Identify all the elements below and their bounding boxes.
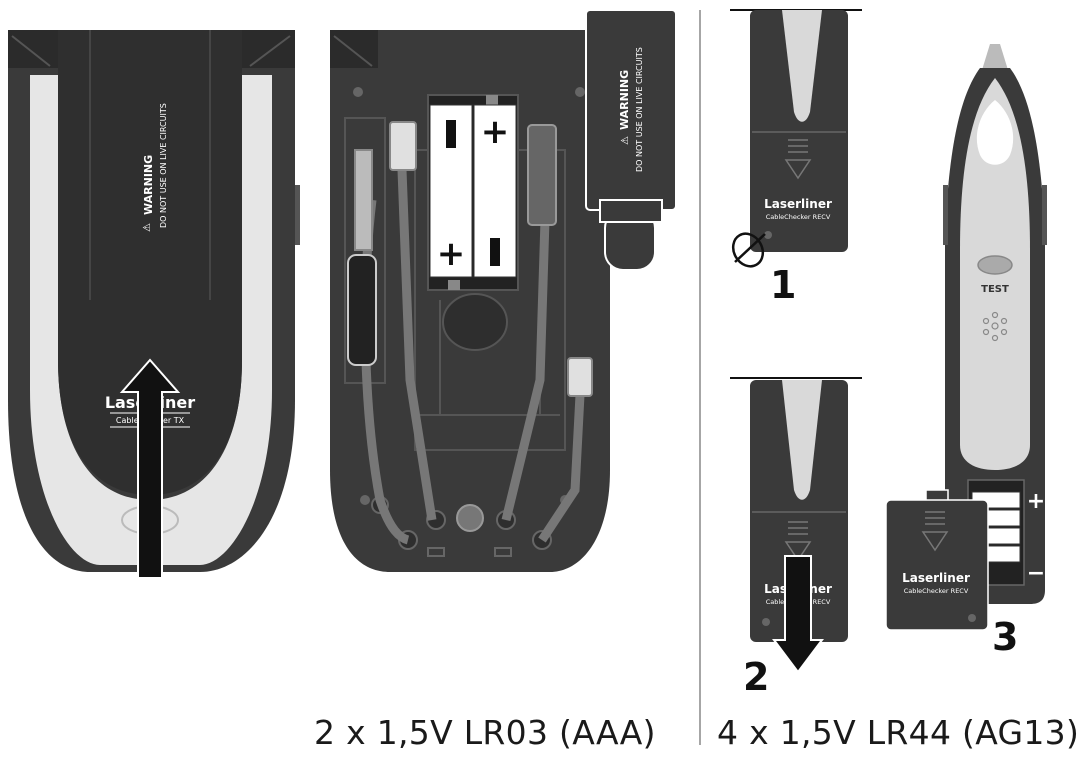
step1-number: 1: [770, 263, 796, 307]
tx-warning-title: WARNING: [142, 155, 155, 215]
step1-screw: [764, 231, 772, 239]
rj45-plug-left: [389, 121, 417, 171]
tx-warning-symbol: ⚠: [142, 223, 153, 232]
screwdriver-icon: [731, 232, 766, 268]
step1-brand: Laserliner: [764, 197, 832, 211]
tx-light-stripe: [30, 75, 272, 565]
left-battery-caption: 2 x 1,5V LR03 (AAA): [314, 713, 656, 752]
test-button: [977, 255, 1013, 275]
step3-minus: −: [1027, 561, 1045, 586]
wire-bnc: [501, 219, 550, 522]
cell-b-top-sign: +: [481, 112, 510, 152]
bnc-connector: [527, 124, 557, 226]
step3-model: CableChecker RECV: [904, 587, 969, 595]
step1-model: CableChecker RECV: [766, 213, 831, 221]
slide-arrow-up: [119, 358, 181, 579]
step2-number: 2: [743, 655, 769, 699]
wire-right: [538, 394, 585, 543]
step2-receiver: Laserliner CableChecker RECV 2: [730, 377, 862, 699]
wire-rj45: [397, 169, 437, 521]
tx-open-view: + + WARNING DO NOT USE ON LIVE CIRCUITS …: [330, 9, 677, 572]
tx-battery-cover: WARNING DO NOT USE ON LIVE CIRCUITS ⚠: [585, 9, 677, 271]
slide-arrow-down: [772, 555, 824, 674]
tx-inner-panel: [58, 30, 242, 495]
test-button-label: TEST: [981, 284, 1009, 295]
cell-a-bottom-sign: +: [437, 234, 466, 274]
cover-warning-title: WARNING: [618, 70, 631, 130]
step3-brand: Laserliner: [902, 571, 970, 585]
rj11-plug-right: [567, 357, 593, 397]
step3-receiver: TEST + − Laserliner CableChecker RECV 3: [885, 44, 1047, 659]
tx-warning-text: DO NOT USE ON LIVE CIRCUITS: [159, 103, 168, 228]
probe-tip: [982, 44, 1008, 70]
step3-plus: +: [1027, 489, 1045, 514]
step3-number: 3: [992, 615, 1018, 659]
speaker-holes: [982, 311, 1008, 342]
tx-back-view: WARNING DO NOT USE ON LIVE CIRCUITS ⚠ La…: [8, 30, 300, 579]
alligator-clip: [347, 254, 377, 366]
removed-battery-cover: Laserliner CableChecker RECV: [885, 489, 989, 631]
cover-warning-symbol: ⚠: [620, 136, 631, 145]
step1-receiver: Laserliner CableChecker RECV 1: [730, 9, 862, 307]
cover-warning-text: DO NOT USE ON LIVE CIRCUITS: [635, 47, 644, 172]
right-battery-caption: 4 x 1,5V LR44 (AG13): [717, 713, 1079, 752]
